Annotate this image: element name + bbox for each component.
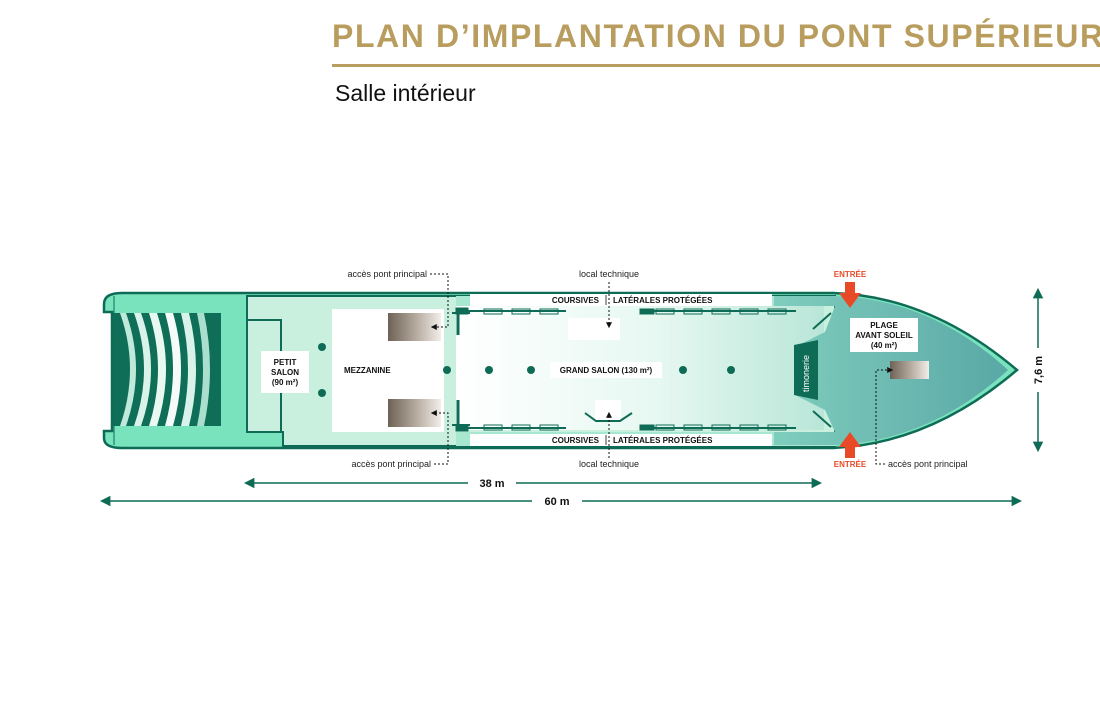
petit-salon: PETIT SALON (90 m²) [261,351,309,393]
coursives-bottom-label-2: LATÉRALES PROTÉGÉES [613,436,713,445]
acces-bottom-right-label: accès pont principal [888,459,968,469]
plage-area: (40 m²) [871,341,898,350]
petit-salon-label-2: SALON [271,368,299,377]
entree-bottom-arrow [839,432,861,458]
petit-salon-area: (90 m²) [272,378,299,387]
coursives-bottom-label-1: COURSIVES [552,436,600,445]
local-technique-bottom: local technique [579,411,639,469]
plage-avant-soleil: PLAGE AVANT SOLEIL (40 m²) [850,318,929,379]
coursives-bottom: COURSIVES LATÉRALES PROTÉGÉES [470,434,772,446]
dimension-total-length: 60 m [99,495,1023,508]
dimension-width: 7,6 m [1032,287,1045,453]
grand-salon: GRAND SALON (130 m²) [550,362,662,378]
stern-stairs [113,313,221,426]
local-technique-top: local technique [579,269,639,329]
mezzanine-label: MEZZANINE [344,366,391,375]
mezzanine-room: MEZZANINE [332,309,444,432]
coursives-top: COURSIVES LATÉRALES PROTÉGÉES [470,294,772,306]
acces-top-left: accès pont principal [347,269,449,330]
acces-top-left-label: accès pont principal [347,269,427,279]
title-underline [332,64,1100,67]
coursives-top-label-1: COURSIVES [552,296,600,305]
page-subtitle: Salle intérieur [335,80,476,106]
plage-label-1: PLAGE [870,321,898,330]
columns [318,343,735,397]
entree-bottom-label: ENTRÉE [834,460,867,469]
entree-top-arrow [839,282,861,308]
stairs-bow [890,361,929,379]
petit-salon-label-1: PETIT [274,358,297,367]
plage-label-2: AVANT SOLEIL [855,331,913,340]
dimension-total-length-label: 60 m [544,496,569,508]
acces-bottom-left: accès pont principal [351,410,449,469]
local-bottom-label: local technique [579,459,639,469]
timonerie: timonerie [794,312,832,428]
entree-bottom: ENTRÉE [834,432,867,469]
entree-top-label: ENTRÉE [834,270,867,279]
grand-salon-label: GRAND SALON (130 m²) [560,366,653,375]
dimension-width-label: 7,6 m [1033,356,1045,384]
page-title: PLAN D’IMPLANTATION DU PONT SUPÉRIEUR [332,18,1100,54]
dimension-inner-length-label: 38 m [479,478,504,490]
acces-bottom-left-label: accès pont principal [351,459,431,469]
coursives-top-label-2: LATÉRALES PROTÉGÉES [613,296,713,305]
acces-bottom-right: accès pont principal [875,367,968,469]
entree-top: ENTRÉE [834,270,867,308]
stairs-bottom [388,399,441,427]
local-top-label: local technique [579,269,639,279]
dimension-inner-length: 38 m [243,477,823,490]
timonerie-label: timonerie [801,355,811,392]
